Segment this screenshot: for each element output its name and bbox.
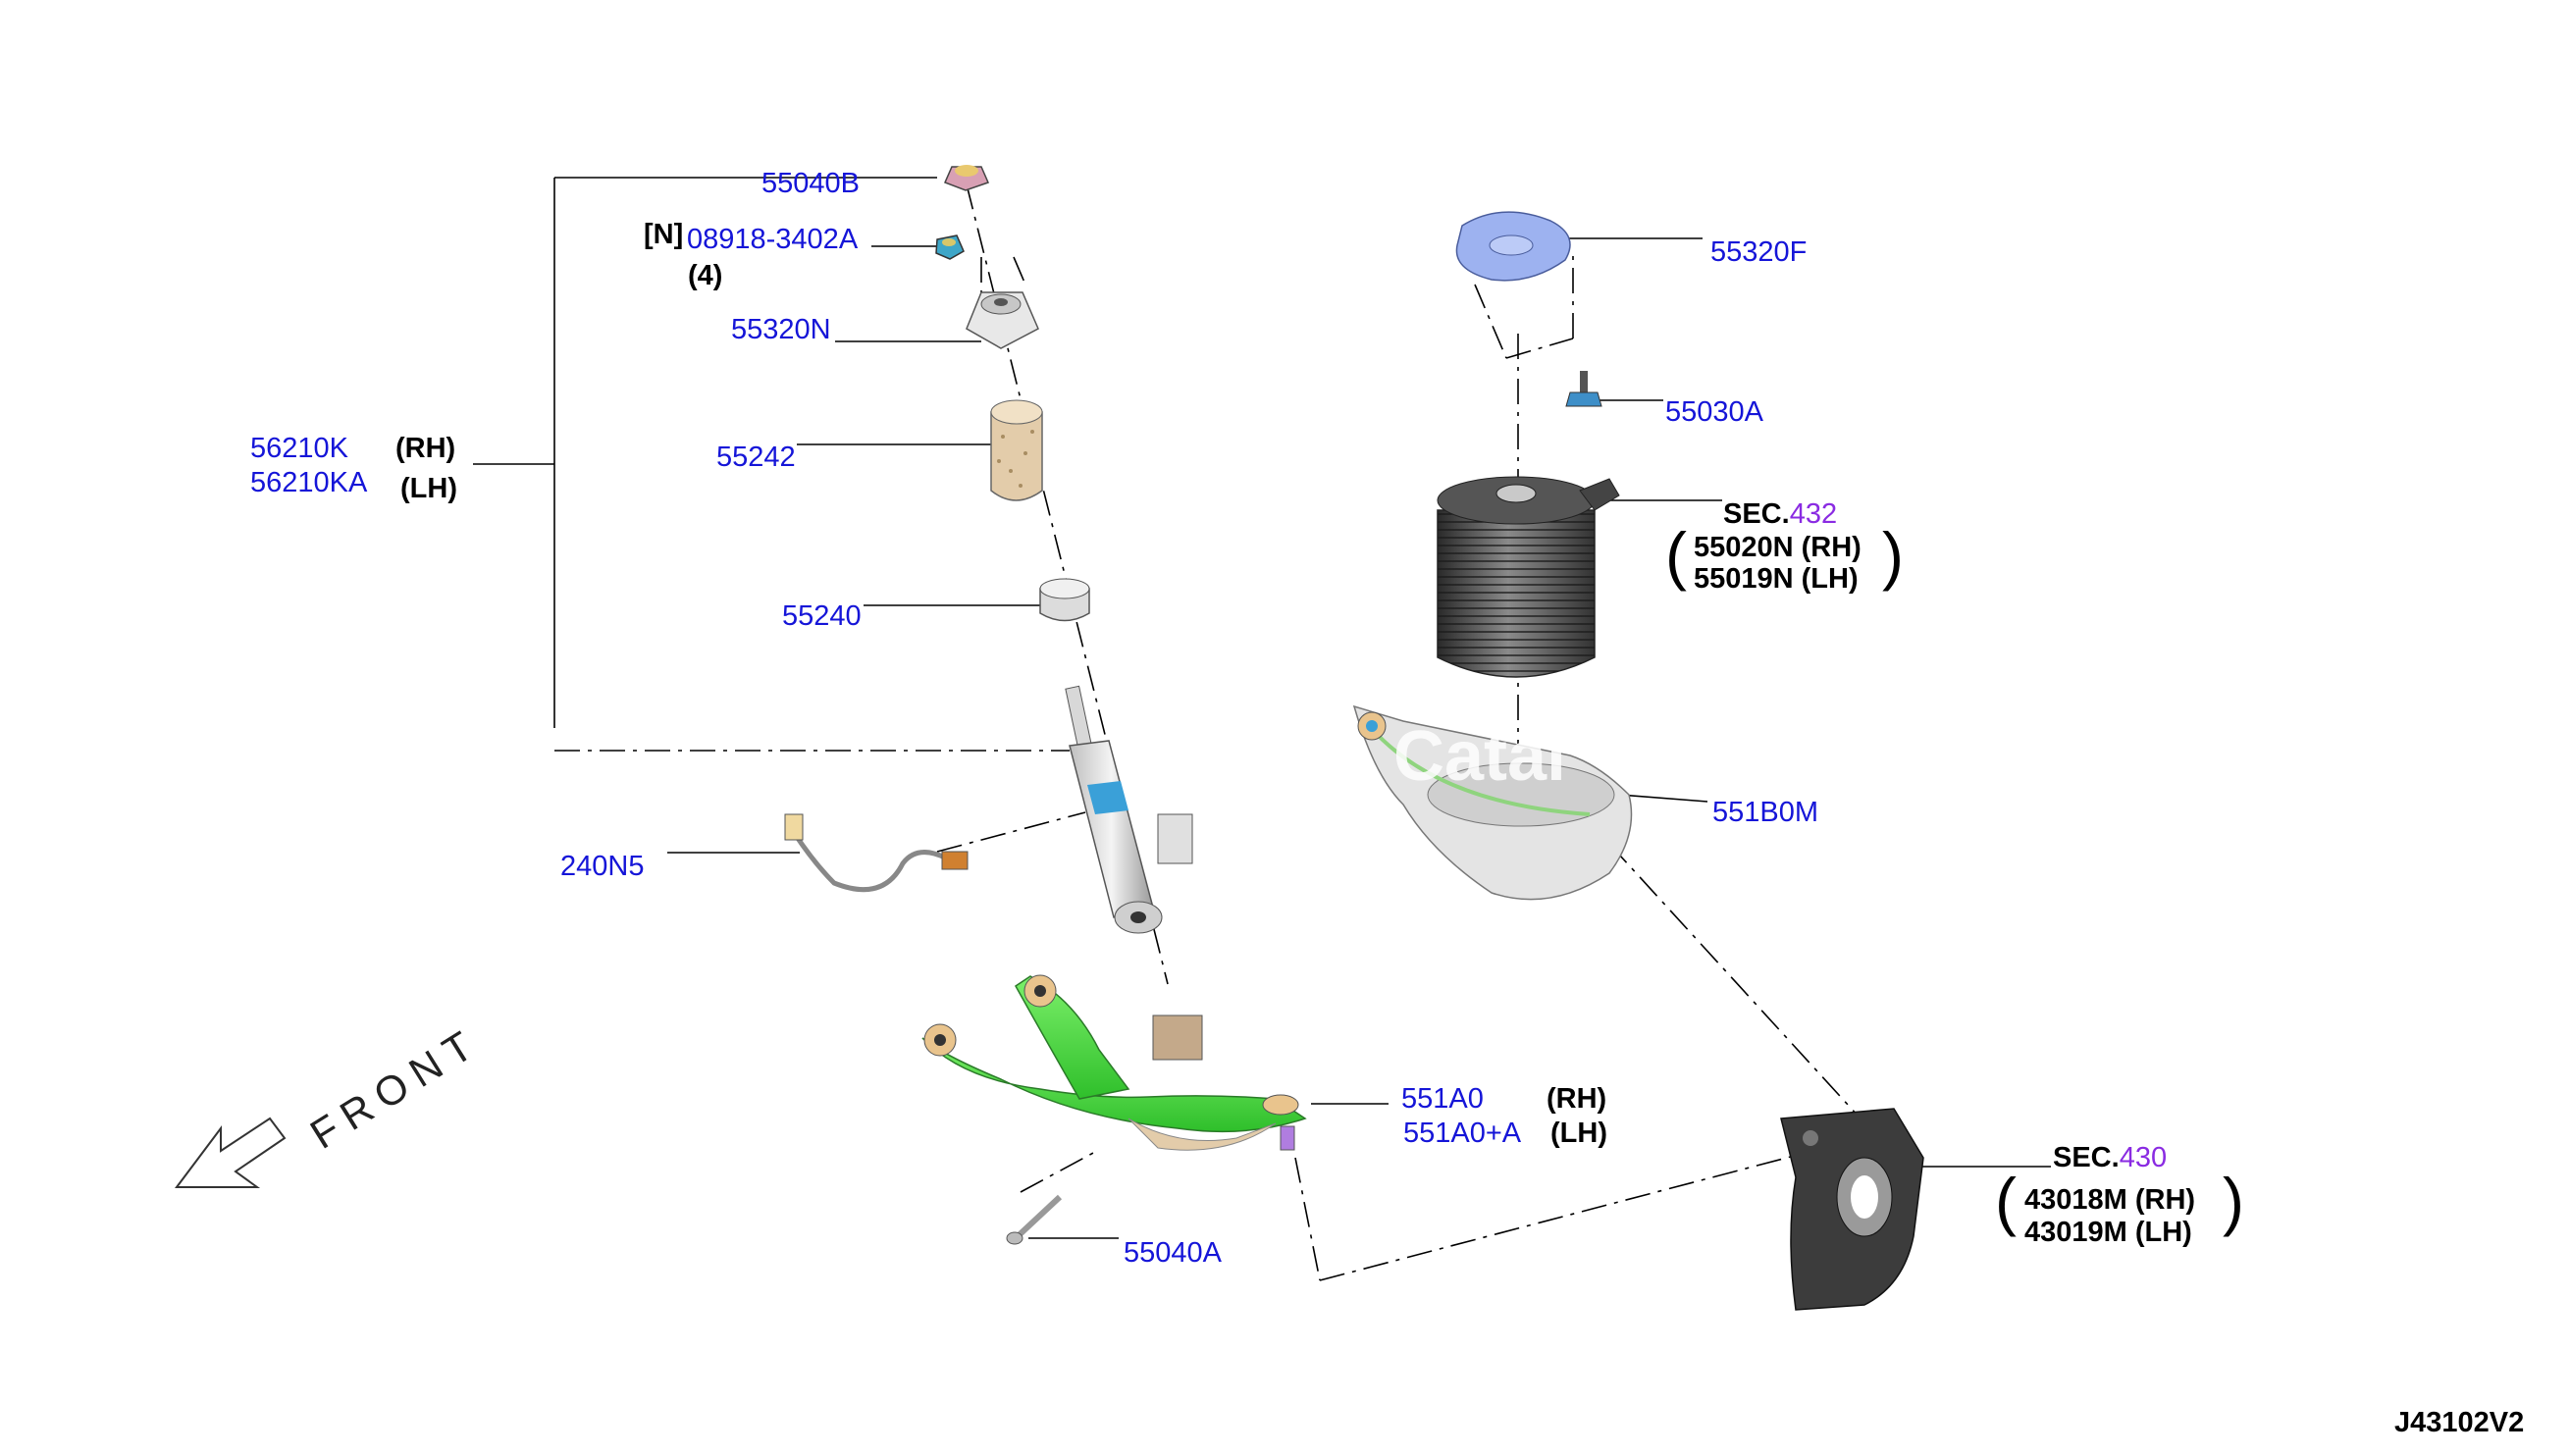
- knuckle-43018m-part[interactable]: [1780, 1108, 1924, 1311]
- side-label-rh-arm: (RH): [1547, 1083, 1607, 1115]
- lower-arm-551a0-part[interactable]: [921, 974, 1307, 1151]
- part-label-56210ka[interactable]: 56210KA: [250, 467, 368, 498]
- leader-lines: [473, 177, 2051, 1239]
- part-label-55040b[interactable]: 55040B: [761, 168, 860, 199]
- side-label-lh-arm: (LH): [1550, 1118, 1607, 1149]
- section-number-430: 430: [2119, 1142, 2168, 1173]
- part-label-55020n[interactable]: 55020N (RH): [1694, 532, 1862, 563]
- side-label-rh: (RH): [395, 433, 456, 464]
- part-label-55320n[interactable]: 55320N: [731, 314, 831, 345]
- section-ref-432[interactable]: SEC.432: [1723, 498, 1837, 530]
- front-arrow-icon: [175, 1117, 287, 1188]
- watermark: Catal: [1393, 717, 1566, 796]
- side-label-lh: (LH): [400, 473, 457, 504]
- part-label-55320f[interactable]: 55320F: [1710, 236, 1808, 268]
- upper-seat-55320f-part[interactable]: [1455, 211, 1571, 282]
- bolt-55030a-part[interactable]: [1565, 371, 1602, 407]
- air-spring-55020n-part[interactable]: [1437, 476, 1620, 678]
- part-label-08918[interactable]: 08918-3402A: [687, 224, 859, 255]
- part-label-551a0a[interactable]: 551A0+A: [1403, 1118, 1522, 1149]
- nut-55040b-part[interactable]: [943, 165, 990, 191]
- diagram-reference: J43102V2: [2394, 1407, 2525, 1438]
- part-label-240n5[interactable]: 240N5: [560, 851, 645, 882]
- part-label-55040a[interactable]: 55040A: [1124, 1237, 1222, 1269]
- paren-open-knuckle: (: [1995, 1165, 2017, 1237]
- part-label-43018m[interactable]: 43018M (RH): [2024, 1184, 2196, 1216]
- section-prefix: SEC.: [1723, 498, 1790, 530]
- paren-open: (: [1665, 519, 1687, 592]
- bolt-55040a-part[interactable]: [1006, 1194, 1063, 1245]
- part-label-55019n[interactable]: 55019N (LH): [1694, 563, 1859, 595]
- part-label-551b0m[interactable]: 551B0M: [1712, 797, 1819, 828]
- section-number-432: 432: [1789, 498, 1838, 530]
- part-label-55240[interactable]: 55240: [782, 600, 862, 632]
- section-prefix-430: SEC.: [2053, 1142, 2120, 1173]
- paren-close-knuckle: ): [2223, 1165, 2244, 1237]
- upper-mount-55320n-part[interactable]: [966, 291, 1039, 349]
- harness-240n5-part[interactable]: [784, 813, 969, 893]
- part-label-55030a[interactable]: 55030A: [1665, 396, 1763, 428]
- section-ref-430[interactable]: SEC.430: [2053, 1142, 2167, 1173]
- bump-stop-55242-part[interactable]: [990, 399, 1043, 501]
- spring-seat-55240-part[interactable]: [1039, 578, 1090, 622]
- part-label-55242[interactable]: 55242: [716, 442, 796, 473]
- paren-close: ): [1882, 519, 1904, 592]
- bracket-551b0m-part[interactable]: [1352, 704, 1633, 901]
- part-label-551a0[interactable]: 551A0: [1401, 1083, 1484, 1115]
- quantity-label: (4): [688, 260, 723, 291]
- nut-08918-part[interactable]: [935, 234, 965, 260]
- part-label-43019m[interactable]: 43019M (LH): [2024, 1217, 2192, 1248]
- new-part-tag: [N]: [644, 219, 684, 250]
- part-label-56210k[interactable]: 56210K: [250, 433, 348, 464]
- shock-absorber-56210k-part[interactable]: [1065, 685, 1193, 934]
